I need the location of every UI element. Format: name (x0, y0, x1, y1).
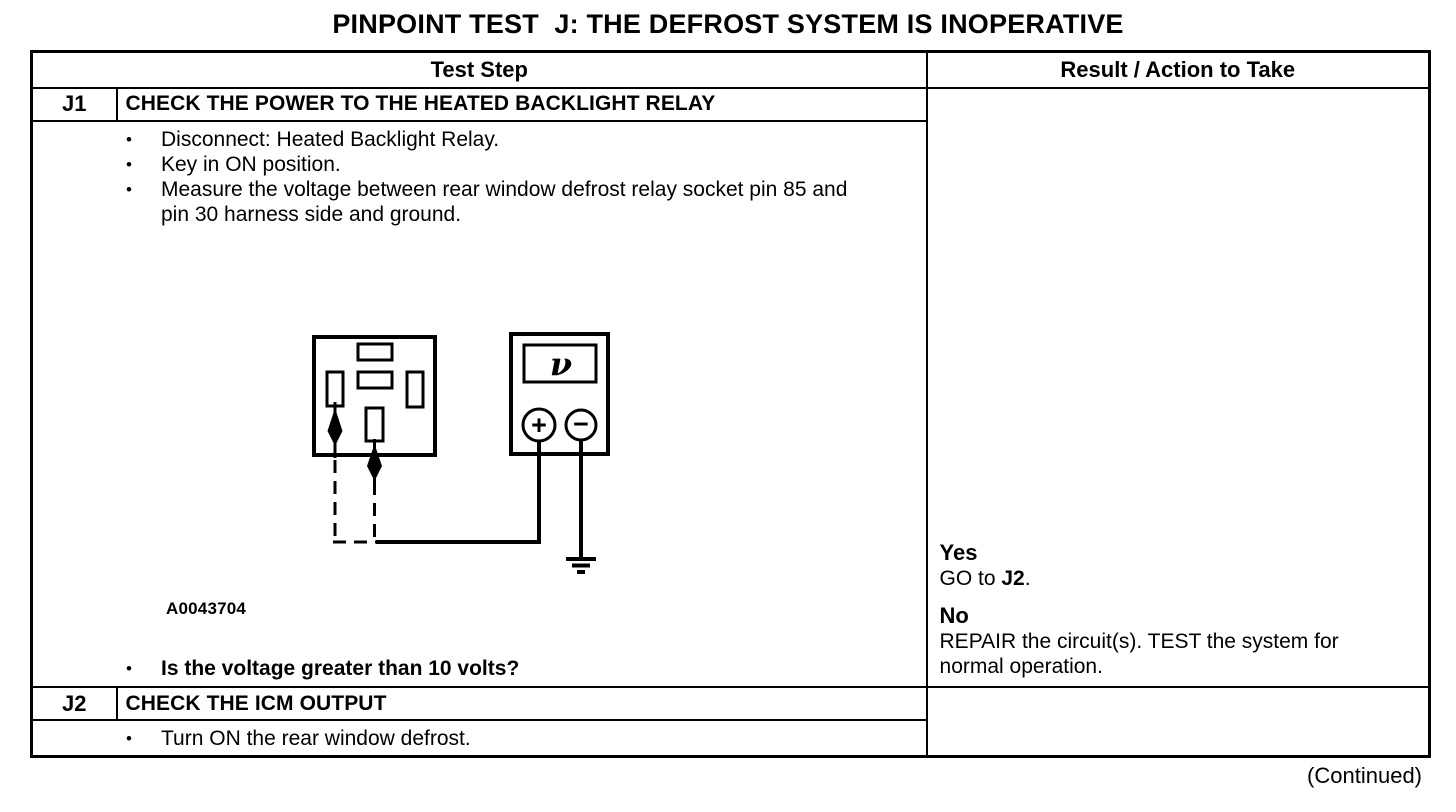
step-j2-title-row: J2 CHECK THE ICM OUTPUT (30, 686, 1431, 758)
instruction-text: Measure the voltage between rear window … (161, 177, 848, 226)
pinpoint-test-table: Test Step Result / Action to Take J1 CHE… (30, 50, 1432, 758)
instruction-text: Turn ON the rear window defrost. (161, 727, 471, 751)
dashed-lead-wires (333, 459, 377, 544)
bullet-icon: • (126, 129, 132, 149)
bullet-icon: • (126, 658, 132, 678)
result-yes-block: Yes GO to J2. (940, 540, 1419, 591)
pin-slot-top (356, 342, 394, 362)
instruction-text: Key in ON position. (161, 152, 341, 176)
pin-slot-85 (325, 370, 345, 408)
list-item: • Measure the voltage between rear windo… (33, 177, 926, 227)
page-title: PINPOINT TEST J: THE DEFROST SYSTEM IS I… (332, 9, 1124, 39)
instruction-text: Disconnect: Heated Backlight Relay. (161, 127, 500, 151)
list-item: • Disconnect: Heated Backlight Relay. (33, 127, 926, 152)
continued-note: (Continued) (1307, 763, 1422, 788)
list-item: • Turn ON the rear window defrost. (33, 721, 926, 751)
plus-sign: + (531, 410, 547, 440)
result-action-no: REPAIR the circuit(s). TEST the system f… (939, 630, 1339, 679)
table-header-row: Test Step Result / Action to Take (30, 50, 1431, 89)
test-connection-diagram: ν + − (312, 331, 610, 574)
test-probe-left (327, 401, 343, 458)
bullet-icon: • (126, 729, 132, 749)
result-cell-j1: Yes GO to J2. No REPAIR the circuit(s). … (925, 86, 1431, 689)
voltmeter-v-icon: ν (550, 345, 572, 383)
result-action-yes: GO to J2. (940, 566, 1408, 591)
voltmeter-display (522, 343, 598, 384)
step-j1-content-row: • Disconnect: Heated Backlight Relay. • … (30, 119, 1430, 689)
action-text: . (1024, 567, 1031, 591)
action-text: GO to (939, 567, 1002, 591)
figure-id-label: A0043704 (166, 598, 247, 618)
step-id-j1: J1 (30, 86, 118, 122)
pin-slot-right (405, 370, 425, 409)
step-j1-content-cell: • Disconnect: Heated Backlight Relay. • … (30, 119, 928, 689)
ground-symbol-icon (566, 556, 596, 574)
step-j2-content-row: • Turn ON the rear window defrost. (30, 719, 1430, 758)
result-cell-j2 (925, 686, 1431, 758)
result-answer-no: No (939, 603, 969, 629)
pin-slot-30 (364, 406, 385, 443)
result-no-block: No REPAIR the circuit(s). TEST the syste… (940, 603, 1419, 679)
voltmeter-box (509, 331, 610, 456)
positive-lead-wire (376, 439, 541, 544)
step-j1-instructions: • Disconnect: Heated Backlight Relay. • … (33, 127, 926, 227)
step-title-j2: CHECK THE ICM OUTPUT (115, 686, 928, 722)
plus-terminal-icon (521, 407, 557, 443)
result-answer-yes: Yes (939, 540, 978, 566)
step-j1-title-row: J1 CHECK THE POWER TO THE HEATED BACKLIG… (30, 86, 1431, 689)
pin-slot-middle (356, 370, 394, 390)
minus-sign: − (573, 409, 589, 439)
header-result-action: Result / Action to Take (925, 50, 1431, 89)
question-text: Is the voltage greater than 10 volts? (161, 656, 520, 680)
test-probe-bottom (367, 438, 382, 482)
step-j1-question: • Is the voltage greater than 10 volts? (33, 656, 926, 681)
bullet-icon: • (126, 179, 132, 199)
action-step-ref: J2 (1001, 567, 1025, 591)
step-j2-content-cell: • Turn ON the rear window defrost. (30, 719, 928, 758)
header-test-step: Test Step (30, 50, 928, 89)
bullet-icon: • (126, 154, 132, 174)
list-item: • Key in ON position. (33, 152, 926, 177)
step-id-j2: J2 (30, 686, 118, 722)
step-title-j1: CHECK THE POWER TO THE HEATED BACKLIGHT … (115, 86, 928, 122)
